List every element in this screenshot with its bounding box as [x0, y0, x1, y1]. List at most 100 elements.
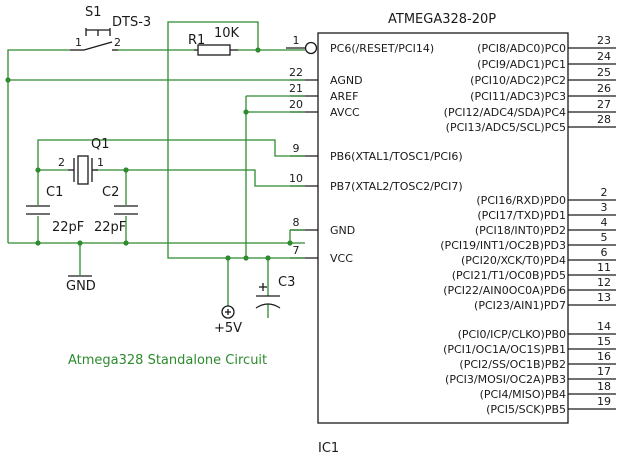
pin-label: (PCI5/SCK)PB5	[486, 403, 566, 416]
c1-ref: C1	[46, 185, 63, 200]
junction	[243, 109, 249, 115]
pin-number: 12	[597, 276, 611, 289]
pin-label: (PCI4/MISO)PB4	[480, 388, 566, 401]
reset-bubble	[304, 41, 318, 55]
ic1-left-pins: 1PC6(/RESET/PCI14)22AGND21AREF20AVCC9PB6…	[286, 34, 463, 265]
pin-label: (PCI19/INT1/OC2B)PD3	[440, 239, 566, 252]
junction	[35, 240, 41, 246]
switch-s1: S1 DTS-3 1 2	[70, 5, 151, 51]
pin-label: (PCI11/ADC3)PC3	[470, 90, 566, 103]
junction	[255, 47, 261, 53]
junction	[287, 240, 293, 246]
junction	[225, 255, 231, 261]
pin-number: 23	[597, 34, 611, 47]
pin-label: (PCI12/ADC4/SDA)PC4	[444, 106, 566, 119]
junction	[77, 240, 83, 246]
pin-number: 8	[293, 216, 300, 229]
pin-number: 9	[293, 142, 300, 155]
pin-number: 3	[601, 201, 608, 214]
junction	[265, 255, 271, 261]
wire-xtal2	[95, 169, 305, 187]
capacitor-c3: C3	[255, 275, 295, 309]
pin-number: 6	[601, 246, 608, 259]
r1-value: 10K	[214, 26, 240, 41]
pin-label: (PCI3/MOSI/OC2A)PB3	[445, 373, 566, 386]
pin-number: 1	[293, 34, 300, 47]
pin-label: (PCI17/TXD)PD1	[477, 209, 566, 222]
pin-label: (PCI20/XCK/T0)PD4	[461, 254, 566, 267]
pin-label: (PCI10/ADC2)PC2	[470, 74, 566, 87]
pin-label: (PCI8/ADC0)PC0	[477, 42, 566, 55]
c3-ref: C3	[278, 275, 295, 290]
s1-ref: S1	[85, 5, 102, 20]
gnd-label: GND	[66, 279, 96, 294]
caption: Atmega328 Standalone Circuit	[68, 353, 267, 368]
pin-number: 14	[597, 320, 611, 333]
junction	[123, 240, 129, 246]
pin-label: PB7(XTAL2/TOSC2/PCI7)	[330, 180, 463, 193]
pin-label: (PCI16/RXD)PD0	[476, 194, 566, 207]
s1-pin2: 2	[114, 36, 121, 49]
pin-label: (PCI9/ADC1)PC1	[477, 58, 566, 71]
wire-r1-vcc-top	[167, 21, 305, 259]
pin-number: 4	[601, 216, 608, 229]
pin-number: 28	[597, 113, 611, 126]
pin-label: PB6(XTAL1/TOSC1/PCI6)	[330, 150, 463, 163]
pin-number: 26	[597, 82, 611, 95]
s1-value: DTS-3	[112, 15, 151, 30]
capacitor-c1: C1 22pF	[26, 185, 84, 235]
pin-number: 7	[293, 244, 300, 257]
pin-number: 20	[289, 98, 303, 111]
s1-pin1: 1	[75, 36, 82, 49]
pin-number: 5	[601, 231, 608, 244]
pin-label: (PCI21/T1/OC0B)PD5	[452, 269, 566, 282]
q1-pin2: 2	[58, 156, 65, 169]
ic1-ref: IC1	[318, 441, 339, 456]
pin-label: (PCI13/ADC5/SCL)PC5	[446, 121, 566, 134]
pin-number: 24	[597, 50, 611, 63]
junction	[5, 77, 11, 83]
pin-number: 16	[597, 350, 611, 363]
ic1-body	[317, 32, 569, 424]
pin-number: 21	[289, 82, 303, 95]
pin-number: 18	[597, 380, 611, 393]
c1-value: 22pF	[52, 220, 84, 235]
junction	[123, 167, 129, 173]
pin-label: (PCI0/ICP/CLKO)PB0	[458, 328, 566, 341]
q1-ref: Q1	[91, 137, 110, 152]
pin-number: 25	[597, 66, 611, 79]
pin-label: VCC	[330, 252, 353, 265]
pin-label: (PCI22/AIN0OC0A)PD6	[443, 284, 566, 297]
capacitor-c2: C2 22pF	[94, 185, 138, 235]
pin-number: 17	[597, 365, 611, 378]
pin-number: 11	[597, 261, 611, 274]
ic1-right-pins: 23(PCI8/ADC0)PC024(PCI9/ADC1)PC125(PCI10…	[440, 34, 616, 416]
crystal-q1: Q1 2 1	[58, 137, 110, 185]
junction	[243, 255, 249, 261]
pin-number: 2	[601, 186, 608, 199]
pin-label: (PCI18/INT0)PD2	[475, 224, 566, 237]
supply-5v: +5V	[214, 305, 242, 336]
pin-number: 19	[597, 395, 611, 408]
pin-label: (PCI2/SS/OC1B)PB2	[459, 358, 566, 371]
pin-label: GND	[330, 224, 355, 237]
pin-label: AVCC	[330, 106, 360, 119]
pin-label: (PCI1/OC1A/OC1S)PB1	[443, 343, 566, 356]
pin-number: 13	[597, 291, 611, 304]
vplus-label: +5V	[214, 321, 242, 336]
pin-label: AREF	[330, 90, 358, 103]
ground-symbol: GND	[66, 275, 96, 294]
junction	[35, 167, 41, 173]
pin-label: PC6(/RESET/PCI14)	[330, 42, 434, 55]
pin-number: 15	[597, 335, 611, 348]
c2-ref: C2	[102, 185, 119, 200]
pin-label: AGND	[330, 74, 363, 87]
wire-s1-left	[7, 49, 70, 243]
r1-ref: R1	[188, 33, 205, 48]
pin-number: 27	[597, 98, 611, 111]
pin-label: (PCI23/AIN1)PD7	[474, 299, 566, 312]
q1-pin1: 1	[97, 156, 104, 169]
wire-xtal1	[37, 139, 305, 170]
